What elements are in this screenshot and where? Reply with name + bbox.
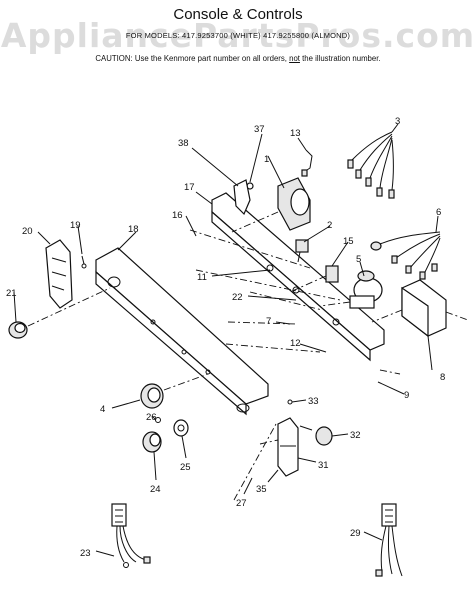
callout-20[interactable]: 20	[22, 226, 33, 237]
callout-24[interactable]: 24	[150, 484, 161, 495]
callout-11[interactable]: 11	[197, 272, 207, 283]
caution-emphasis: not	[289, 54, 300, 63]
callout-31[interactable]: 31	[318, 460, 329, 471]
control-box[interactable]	[371, 279, 469, 338]
callout-27[interactable]: 27	[236, 498, 247, 509]
callout-18[interactable]: 18	[128, 224, 139, 235]
callout-22[interactable]: 22	[232, 292, 243, 303]
callout-26[interactable]: 26	[146, 412, 157, 423]
wire-harness-side[interactable]	[370, 231, 441, 280]
callout-38[interactable]: 38	[178, 138, 189, 149]
connector-harness-right[interactable]	[375, 503, 403, 577]
callout-1[interactable]: 1	[264, 154, 269, 165]
switch-bracket[interactable]	[277, 417, 299, 477]
callout-23[interactable]: 23	[80, 548, 91, 559]
knob-21[interactable]	[8, 287, 111, 339]
knob-25[interactable]	[173, 419, 189, 437]
timer[interactable]	[231, 177, 311, 233]
knob-24[interactable]	[142, 431, 162, 453]
callout-37[interactable]: 37	[254, 124, 265, 135]
door-switch[interactable]	[299, 425, 333, 446]
callout-25[interactable]: 25	[180, 462, 191, 473]
screw-33[interactable]	[287, 399, 293, 405]
knob-4[interactable]	[140, 373, 209, 409]
callout-6[interactable]: 6	[436, 207, 441, 218]
callout-21[interactable]: 21	[6, 288, 17, 299]
callout-8[interactable]: 8	[440, 372, 445, 383]
leader-lines	[13, 123, 439, 557]
control-bracket[interactable]	[211, 192, 385, 362]
wire-clip[interactable]	[301, 149, 313, 177]
callout-15[interactable]: 15	[343, 236, 354, 247]
callout-32[interactable]: 32	[350, 430, 361, 441]
timer-knob-parts[interactable]	[233, 179, 254, 216]
diagram-title: Console & Controls	[173, 6, 303, 23]
callout-12[interactable]: 12	[290, 338, 301, 349]
screw-19[interactable]	[81, 255, 87, 269]
callout-19[interactable]: 19	[70, 220, 81, 231]
callout-17[interactable]: 17	[184, 182, 195, 193]
wire-harness-top[interactable]	[347, 131, 395, 199]
caution-prefix: CAUTION: Use the Kenmore part number on …	[95, 54, 290, 63]
callout-5[interactable]: 5	[356, 254, 361, 265]
callout-4[interactable]: 4	[100, 404, 105, 415]
callout-33[interactable]: 33	[308, 396, 319, 407]
console-panel[interactable]	[95, 247, 269, 416]
callout-16[interactable]: 16	[172, 210, 183, 221]
callout-29[interactable]: 29	[350, 528, 361, 539]
callout-13[interactable]: 13	[290, 128, 301, 139]
rotary-switch[interactable]	[295, 239, 309, 263]
callout-2[interactable]: 2	[327, 220, 332, 231]
model-numbers: FOR MODELS: 417.9253700 (WHITE) 417.9255…	[125, 31, 351, 40]
callout-labels: 1 2 3 4 5 6 7 8 9 11 12 13 15 16 17 18 1…	[6, 116, 445, 559]
connector-harness-left[interactable]	[111, 503, 151, 568]
callout-3[interactable]: 3	[395, 116, 400, 127]
caution-note: CAUTION: Use the Kenmore part number on …	[0, 54, 476, 63]
watermark: AppliancePartsPros.com	[0, 16, 476, 55]
callout-9[interactable]: 9	[404, 390, 409, 401]
callout-35[interactable]: 35	[256, 484, 267, 495]
caution-suffix: the illustration number.	[299, 54, 381, 63]
latch-bracket[interactable]	[45, 239, 73, 309]
callout-7[interactable]: 7	[266, 316, 271, 327]
timer-motor[interactable]	[319, 270, 383, 309]
